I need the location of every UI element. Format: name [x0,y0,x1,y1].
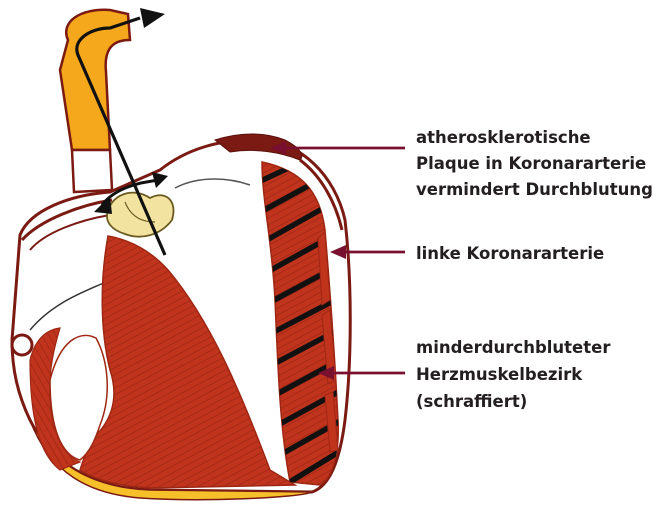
label-plaque-line1: atherosklerotische [416,128,591,147]
label-plaque: atherosklerotische Plaque in Koronararte… [416,128,653,199]
label-region: minderdurchbluteter Herzmuskelbezirk (sc… [416,338,611,411]
label-region-line1: minderdurchbluteter [416,338,611,357]
label-plaque-line3: vermindert Durchblutung [416,180,653,199]
label-region-line2: Herzmuskelbezirk [416,365,583,384]
label-artery-line1: linke Koronararterie [416,244,604,263]
label-region-line3: (schraffiert) [416,392,527,411]
aorta [60,10,130,192]
label-plaque-line2: Plaque in Koronararterie [416,154,646,173]
label-artery: linke Koronararterie [416,244,604,263]
